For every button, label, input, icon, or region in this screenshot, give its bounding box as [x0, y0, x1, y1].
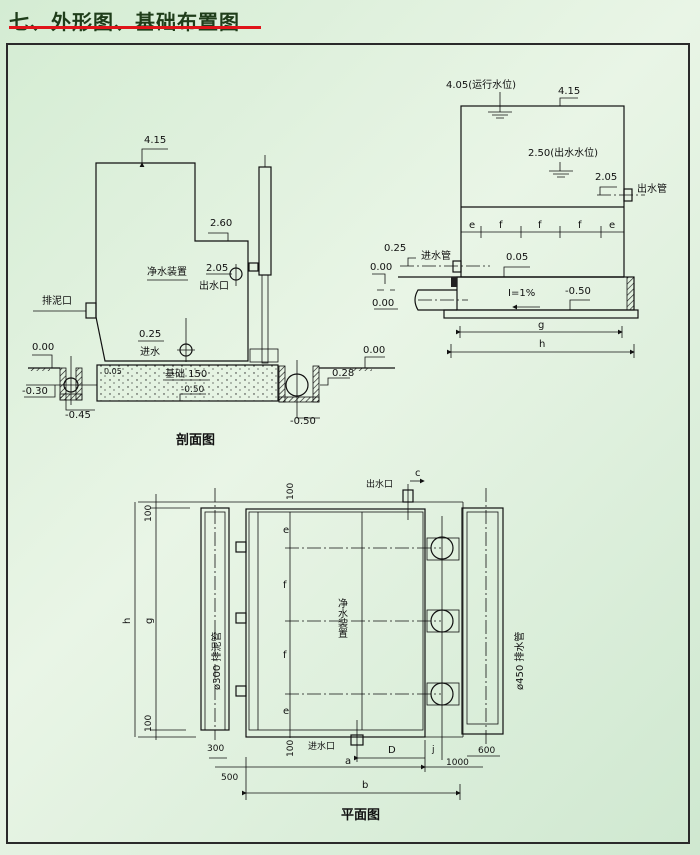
title-underline: [9, 26, 261, 29]
water-level-icon: [488, 92, 512, 119]
pit-right-bottom: -0.50: [290, 416, 316, 427]
side-dim-f1: f: [499, 220, 503, 231]
plan-row-e2: e: [283, 706, 289, 717]
side-dim-e1: e: [469, 220, 475, 231]
side-bottom-level: -0.50: [565, 286, 591, 297]
side-base: [456, 276, 635, 311]
run-level-label: 4.05(运行水位): [446, 78, 516, 91]
side-outlet-flange: [623, 188, 633, 202]
out-water-level-label: 2.50(出水水位): [528, 146, 598, 159]
plan-dim-100-top: 100: [144, 505, 154, 522]
inlet-level-label: 0.25: [139, 329, 161, 340]
pit-left-bottom: -0.45: [65, 410, 91, 421]
section-caption: 剖面图: [176, 432, 215, 448]
plan-dim-b: b: [362, 780, 368, 791]
side-ground-label: 0.00: [370, 262, 392, 273]
pit-right-level: 0.28: [332, 368, 354, 379]
sludge-flange: [85, 302, 97, 319]
plan-flanges: [235, 541, 247, 697]
standpipe: [258, 166, 272, 276]
plan-row-f2: f: [283, 650, 287, 661]
side-inlet-level: 0.25: [384, 243, 406, 254]
device-label: 净水装置: [147, 265, 187, 278]
plan-dim-100-center-top: 100: [286, 483, 296, 500]
side-ground2-label: 0.00: [372, 298, 394, 309]
inlet-label: 进水: [140, 346, 160, 358]
pump-icon: [430, 682, 454, 706]
plan-row-f1: f: [283, 580, 287, 591]
side-dim-f2: f: [538, 220, 542, 231]
drain-pipe: [461, 507, 504, 735]
outlet-label: 出水口: [199, 279, 229, 292]
side-view: e f f f e 4.05(运行水位) 4.15 2.50(出水水位) 2.0…: [370, 78, 667, 358]
side-dim-e2: e: [609, 220, 615, 231]
outlet-flange: [248, 262, 259, 272]
water-level-icon: [549, 162, 573, 178]
side-dim-h: h: [539, 339, 545, 350]
plan-dim-500: 500: [221, 773, 238, 783]
sludge-outlet-label: 排泥口: [42, 294, 72, 307]
plan-dim-600: 600: [478, 746, 495, 756]
plan-dim-300: 300: [207, 744, 224, 754]
step-level-label: 2.60: [210, 218, 232, 229]
foundation: [96, 364, 279, 402]
plan-outlet-label: 出水口: [366, 478, 393, 490]
side-dim-g: g: [538, 320, 544, 331]
plan-dim-j: j: [431, 745, 435, 755]
plan-view: h g 100 100 ø300 排泥管 e f f e 净水装置 ø45: [122, 468, 526, 823]
side-top-level: 4.15: [558, 86, 580, 97]
foundation-top-level: 0.05: [104, 367, 122, 376]
pump-icon: [430, 536, 454, 560]
pit-left-level: -0.30: [22, 386, 48, 397]
plan-dim-a: a: [345, 756, 351, 767]
side-inlet-label: 进水管: [421, 249, 451, 262]
plan-inlet-label: 进水口: [308, 740, 335, 752]
top-level-label: 4.15: [144, 135, 166, 146]
plan-caption: 平面图: [341, 808, 380, 823]
sludge-pipe-label: ø300 排泥管: [210, 632, 223, 690]
slope-label: I=1%: [508, 288, 535, 299]
side-outlet-label: 出水管: [637, 182, 667, 195]
page-title: 七、外形图、基础布置图: [9, 10, 240, 34]
side-drain-pipe: [414, 289, 457, 311]
plan-dim-1000: 1000: [446, 758, 469, 768]
section-view: 4.15 2.60 净水装置 2.05 出水口 排泥口 0.25 进水 0.00…: [22, 135, 395, 448]
plan-row-e1: e: [283, 525, 289, 536]
drawing-frame: [6, 43, 690, 844]
side-inlet-flange: [452, 260, 462, 273]
plan-dim-100-center-bottom: 100: [286, 740, 296, 757]
side-base-level: 0.05: [506, 252, 528, 263]
drain-pipe-label: ø450 排水管: [513, 632, 526, 690]
pump-icon: [430, 609, 454, 633]
standpipe-base: [249, 348, 279, 363]
pump-units: [426, 536, 460, 706]
outlet-level-label: 2.05: [206, 263, 228, 274]
plan-device-label: 净水装置: [336, 597, 348, 638]
side-plate: [443, 309, 639, 319]
side-tank: [460, 105, 625, 278]
side-dim-f3: f: [578, 220, 582, 231]
foundation-label: 基础 150: [165, 367, 207, 380]
ground-right-label: 0.00: [363, 345, 385, 356]
foundation-bottom-level: -0.50: [181, 385, 205, 395]
plan-dim-D: D: [388, 745, 396, 756]
side-outlet-level: 2.05: [595, 172, 617, 183]
plan-dim-g: g: [144, 618, 155, 624]
plan-dim-h: h: [122, 618, 133, 624]
tank-outline: [95, 162, 249, 362]
plan-dim-c: c: [415, 468, 421, 479]
ground-left-label: 0.00: [32, 342, 54, 353]
plan-dim-100-bottom: 100: [144, 715, 154, 732]
